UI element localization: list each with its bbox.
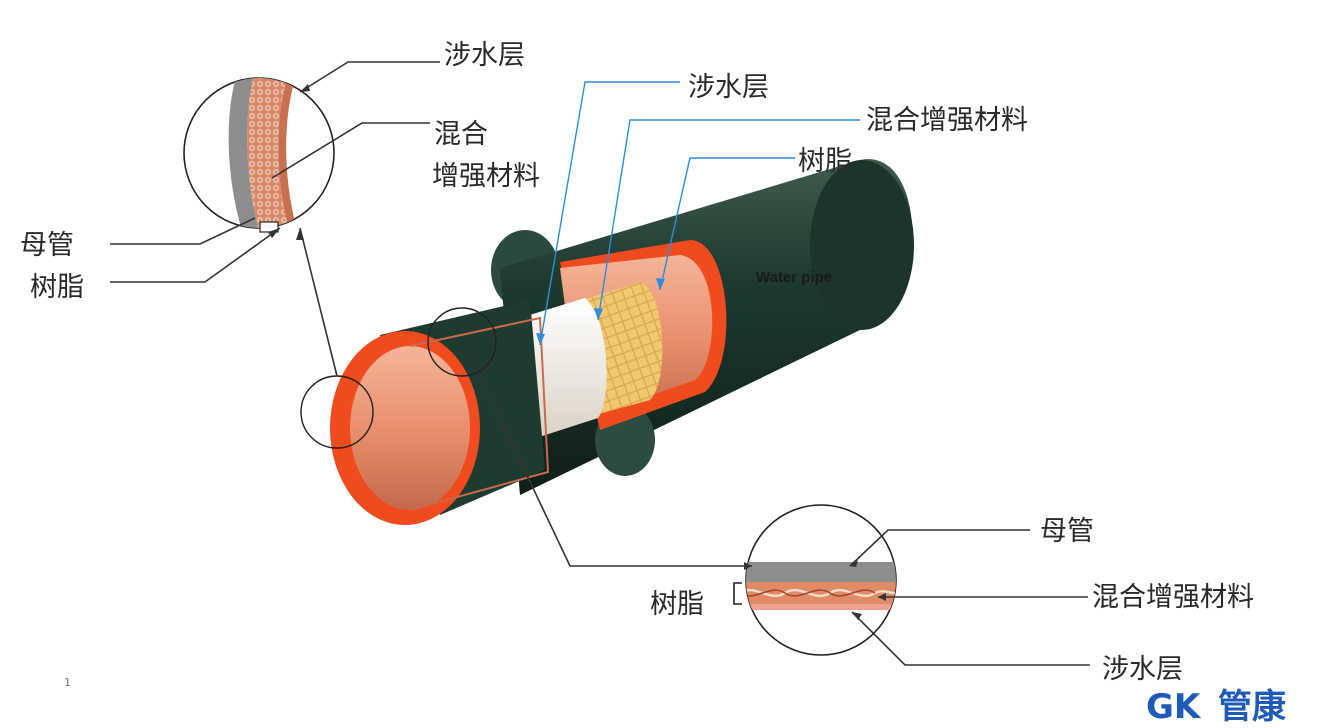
page-marker: 1 <box>64 676 71 689</box>
magnified-detail-top-left <box>183 77 335 233</box>
main-pipe-illustration: Water pipe <box>330 159 914 525</box>
label-tl-mixed-line2: 增强材料 <box>432 161 540 192</box>
inner-cavity-edge <box>409 316 550 511</box>
leader-lines <box>110 61 1090 666</box>
mixed-material-layer-br <box>746 582 896 604</box>
zoom-ref-circle-wall <box>427 307 497 377</box>
logo-name: 管康 <box>1218 687 1286 727</box>
label-main-mixed: 混合增强材料 <box>866 105 1028 136</box>
label-br-mother-pipe: 母管 <box>1040 516 1094 547</box>
outer-pipe-end <box>810 160 914 330</box>
label-br-mixed: 混合增强材料 <box>1092 582 1254 613</box>
label-main-water-layer: 涉水层 <box>688 72 769 103</box>
label-br-resin: 树脂 <box>650 589 704 620</box>
label-br-water-layer: 涉水层 <box>1102 654 1183 685</box>
brand-logo: GK 管康 <box>1146 687 1286 727</box>
magnified-detail-bottom-right <box>733 504 897 656</box>
label-tl-mother-pipe: 母管 <box>20 230 74 261</box>
mixed-material-layer-tl <box>247 78 292 228</box>
water-layer-tl <box>278 78 300 228</box>
pipe-print-text: Water pipe <box>756 269 832 286</box>
mother-pipe-layer-br <box>746 562 896 582</box>
label-main-resin: 树脂 <box>798 146 852 177</box>
label-tl-resin: 树脂 <box>30 272 84 303</box>
mother-pipe-layer-tl <box>228 78 262 228</box>
resin-bracket-br <box>733 582 742 605</box>
pipe-opening-inner <box>350 346 470 510</box>
blue-leader-lines <box>536 81 860 346</box>
logo-mark-icon: GK <box>1146 687 1202 727</box>
label-tl-mixed-line1: 混合 <box>434 119 488 150</box>
water-layer-br <box>746 604 896 610</box>
label-tl-water-layer: 涉水层 <box>444 40 525 71</box>
